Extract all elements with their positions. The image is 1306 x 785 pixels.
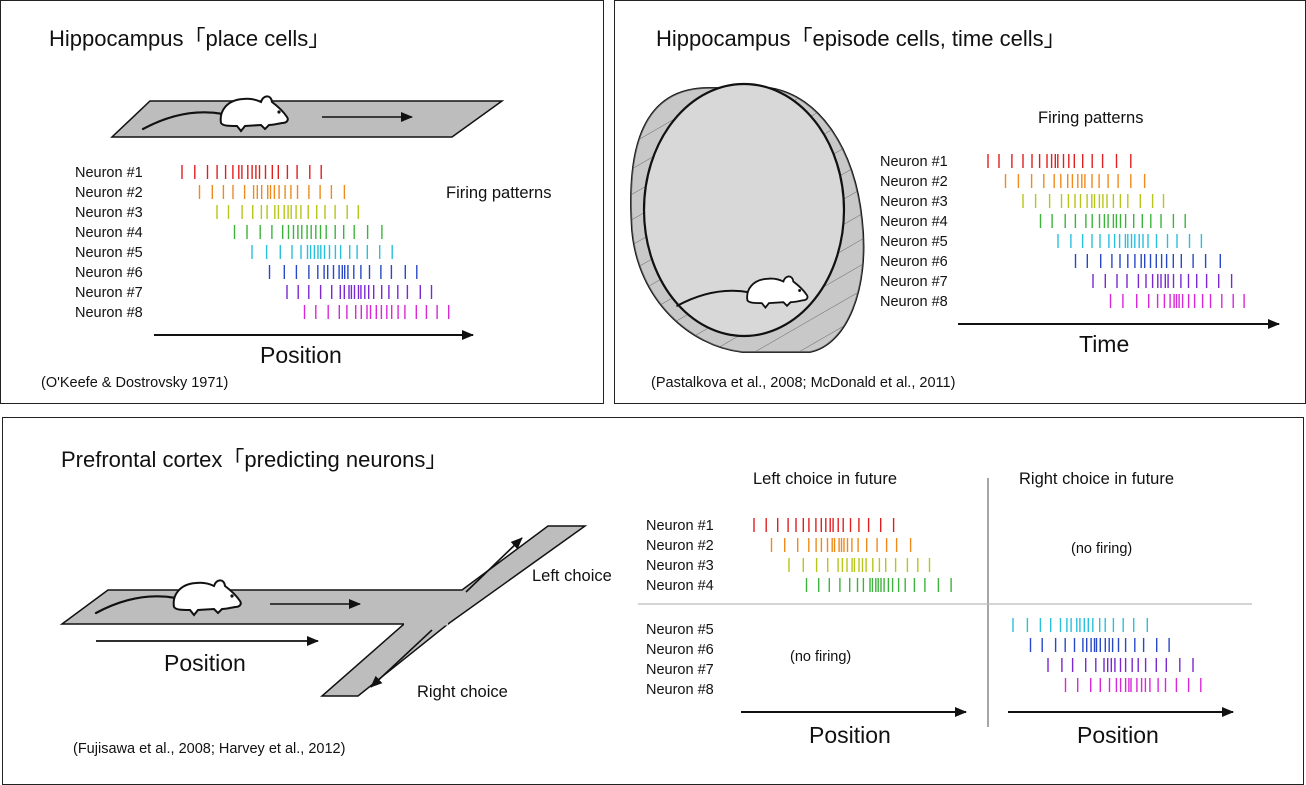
neuron-label: Neuron #5	[880, 234, 948, 250]
raster-plot-prefrontal	[753, 518, 1202, 692]
citation: (Fujisawa et al., 2008; Harvey et al., 2…	[73, 741, 346, 757]
neuron-label: Neuron #3	[880, 194, 948, 210]
raster-plot-episode	[987, 154, 1245, 308]
neuron-label: Neuron #6	[646, 642, 714, 658]
time-axis-label: Time	[1079, 331, 1130, 357]
neuron-label: Neuron #1	[646, 518, 714, 534]
raster-plot-place	[181, 165, 450, 319]
citation: (O'Keefe & Dostrovsky 1971)	[41, 375, 229, 391]
t-maze	[59, 525, 588, 697]
neuron-label: Neuron #5	[75, 245, 143, 261]
neuron-label: Neuron #8	[75, 305, 143, 321]
neuron-label: Neuron #2	[880, 174, 948, 190]
maze-arrow-right-choice	[370, 629, 433, 688]
linear-track	[110, 100, 505, 138]
neuron-label: Neuron #6	[75, 265, 143, 281]
neuron-label: Neuron #1	[880, 154, 948, 170]
neuron-label: Neuron #7	[646, 662, 714, 678]
neuron-label: Neuron #3	[75, 205, 143, 221]
maze-arrow-left-choice	[465, 537, 523, 593]
neuron-label: Neuron #5	[646, 622, 714, 638]
left-choice-heading: Left choice in future	[753, 470, 898, 488]
neuron-label: Neuron #4	[880, 214, 948, 230]
no-firing-label-right: (no firing)	[1071, 541, 1133, 557]
maze-position-label: Position	[164, 650, 246, 676]
panel-place-cells: Hippocampus「place cells」 Firing patterns…	[0, 0, 604, 404]
neuron-label: Neuron #2	[646, 538, 714, 554]
position-axis-label: Position	[260, 342, 342, 368]
position-axis-label-left: Position	[809, 722, 891, 748]
panel-title: Hippocampus「place cells」	[49, 26, 331, 51]
neuron-label: Neuron #2	[75, 185, 143, 201]
neuron-label: Neuron #7	[75, 285, 143, 301]
firing-patterns-label: Firing patterns	[446, 184, 552, 202]
neuron-label: Neuron #8	[646, 682, 714, 698]
right-choice-heading: Right choice in future	[1019, 470, 1175, 488]
right-choice-label: Right choice	[417, 683, 508, 701]
neuron-label: Neuron #6	[880, 254, 948, 270]
left-choice-label: Left choice	[532, 567, 612, 585]
position-axis-label-right: Position	[1077, 722, 1159, 748]
no-firing-label-left: (no firing)	[790, 649, 852, 665]
citation: (Pastalkova et al., 2008; McDonald et al…	[651, 375, 956, 391]
firing-patterns-label: Firing patterns	[1038, 109, 1144, 127]
neuron-label: Neuron #4	[646, 578, 714, 594]
neuron-label: Neuron #1	[75, 165, 143, 181]
neuron-label: Neuron #7	[880, 274, 948, 290]
neuron-label: Neuron #3	[646, 558, 714, 574]
neuron-label: Neuron #4	[75, 225, 143, 241]
panel-title: Hippocampus「episode cells, time cells」	[656, 26, 1066, 51]
running-wheel-icon	[630, 82, 865, 353]
neuron-label: Neuron #8	[880, 294, 948, 310]
panel-title: Prefrontal cortex「predicting neurons」	[61, 447, 448, 472]
